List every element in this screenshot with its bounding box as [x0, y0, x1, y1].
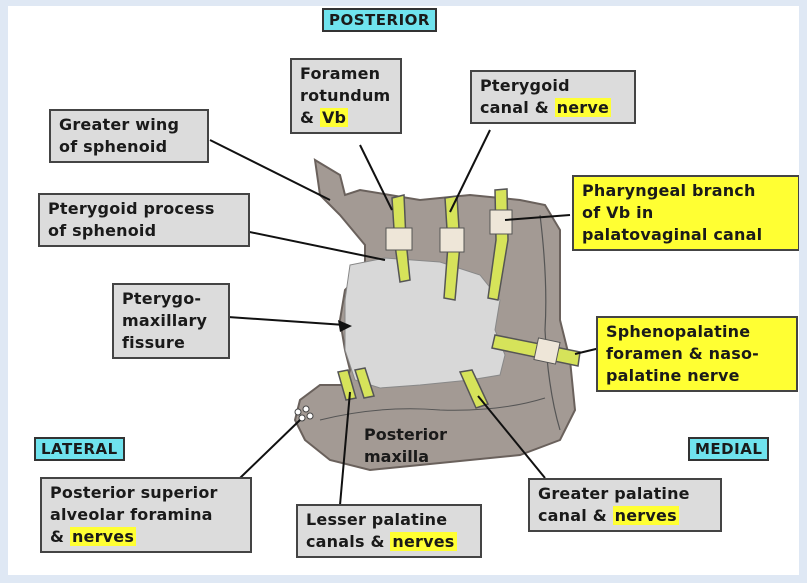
- text-line: Pterygo-: [122, 288, 220, 310]
- label-posterior-maxilla: Posterior maxilla: [364, 424, 447, 468]
- label-pterygomaxillary-fissure: Pterygo- maxillary fissure: [112, 283, 230, 359]
- text-line: Lesser palatine: [306, 509, 472, 531]
- text-line: Posterior: [364, 424, 447, 446]
- label-greater-palatine: Greater palatine canal & nerves: [528, 478, 722, 532]
- wrap-vb: [386, 228, 412, 250]
- text-line: & nerves: [50, 526, 242, 548]
- medial-tag: MEDIAL: [688, 437, 769, 461]
- text-line: foramen & naso-: [606, 343, 788, 365]
- highlight: nerve: [555, 98, 611, 117]
- text-line: fissure: [122, 332, 220, 354]
- text-line: canal & nerve: [480, 97, 626, 119]
- wrap-pterygoid: [440, 228, 464, 252]
- text-line: & Vb: [300, 107, 392, 129]
- lateral-tag: LATERAL: [34, 437, 125, 461]
- label-sphenopalatine: Sphenopalatine foramen & naso- palatine …: [596, 316, 798, 392]
- text-line: maxilla: [364, 446, 447, 468]
- text-line: Pterygoid: [480, 75, 626, 97]
- text-line: Greater wing: [59, 114, 199, 136]
- text-line: alveolar foramina: [50, 504, 242, 526]
- text-line: Pterygoid process: [48, 198, 240, 220]
- text-line: of Vb in: [582, 202, 790, 224]
- pterygomaxillary-fissure-area: [345, 258, 505, 388]
- text-line: rotundum: [300, 85, 392, 107]
- highlight: nerves: [613, 506, 679, 525]
- highlight: nerves: [70, 527, 136, 546]
- label-pterygoid-process: Pterygoid process of sphenoid: [38, 193, 250, 247]
- text-line: of sphenoid: [48, 220, 240, 242]
- label-pharyngeal-branch: Pharyngeal branch of Vb in palatovaginal…: [572, 175, 800, 251]
- text-line: canals & nerves: [306, 531, 472, 553]
- text-line: Pharyngeal branch: [582, 180, 790, 202]
- text-line: palatine nerve: [606, 365, 788, 387]
- text-line: palatovaginal canal: [582, 224, 790, 246]
- highlight: Vb: [320, 108, 348, 127]
- text-line: maxillary: [122, 310, 220, 332]
- label-lesser-palatine: Lesser palatine canals & nerves: [296, 504, 482, 558]
- label-psa-foramina: Posterior superior alveolar foramina & n…: [40, 477, 252, 553]
- label-pterygoid-canal: Pterygoid canal & nerve: [470, 70, 636, 124]
- text-line: canal & nerves: [538, 505, 712, 527]
- text-line: Posterior superior: [50, 482, 242, 504]
- posterior-tag: POSTERIOR: [322, 8, 437, 32]
- highlight: nerves: [390, 532, 456, 551]
- text-line: Foramen: [300, 63, 392, 85]
- label-greater-wing: Greater wing of sphenoid: [49, 109, 209, 163]
- text-line: Sphenopalatine: [606, 321, 788, 343]
- text-line: Greater palatine: [538, 483, 712, 505]
- label-foramen-rotundum: Foramen rotundum & Vb: [290, 58, 402, 134]
- wrap-pharyngeal: [490, 210, 512, 234]
- wrap-sphenopalatine: [534, 338, 560, 364]
- text-line: of sphenoid: [59, 136, 199, 158]
